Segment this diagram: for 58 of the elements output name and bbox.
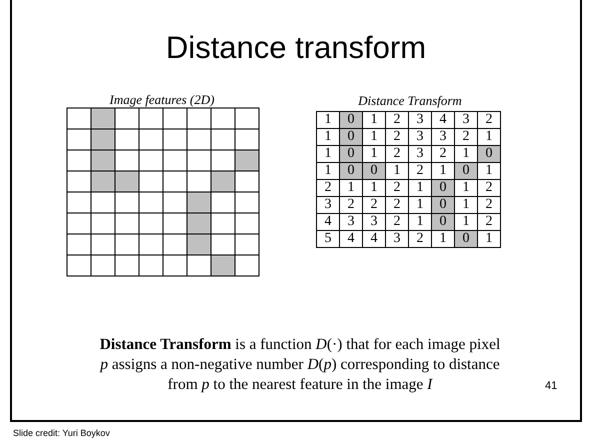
- table-cell: 1: [386, 162, 408, 180]
- table-cell: 3: [408, 146, 432, 162]
- table-cell: 4: [432, 112, 454, 128]
- table-cell: 0: [478, 146, 500, 162]
- table-caption: Image features (2D): [108, 92, 216, 108]
- table-cell: 2: [408, 162, 432, 180]
- table-cell: 3: [316, 196, 340, 214]
- table-cell: 1: [478, 162, 500, 180]
- table-cell: 2: [362, 196, 386, 214]
- page-number: 41: [545, 380, 558, 392]
- table-cell: 2: [478, 112, 500, 128]
- table-cell: 3: [340, 214, 362, 230]
- table-cell: 2: [408, 230, 432, 248]
- table-cell: 1: [454, 180, 478, 196]
- table-cell: 0: [340, 112, 362, 128]
- table-cell: 3: [408, 128, 432, 146]
- table-cell: 0: [454, 162, 478, 180]
- table-cell: 2: [316, 180, 340, 196]
- table-cell: 3: [454, 112, 478, 128]
- table-cell: 4: [316, 214, 340, 230]
- table-cell: 3: [386, 230, 408, 248]
- table-cell: 0: [432, 196, 454, 214]
- table-cell: 0: [362, 162, 386, 180]
- table-cell: 1: [362, 128, 386, 146]
- table-cell: 2: [386, 146, 408, 162]
- table-cell: 1: [478, 230, 500, 248]
- table-cell: 0: [340, 162, 362, 180]
- table-cell: 2: [432, 146, 454, 162]
- table-cell: 5: [316, 230, 340, 248]
- slide-credit: Slide credit: Yuri Boykov: [13, 428, 110, 438]
- table-cell: 1: [454, 196, 478, 214]
- table-cell: 4: [362, 230, 386, 248]
- table-cell: 2: [478, 180, 500, 196]
- table-cell: 2: [386, 112, 408, 128]
- table-caption: Distance Transform: [357, 93, 463, 109]
- table-cell: 2: [454, 128, 478, 146]
- table-cell: 2: [478, 196, 500, 214]
- table-cell: 2: [386, 214, 408, 230]
- table-cell: 0: [340, 146, 362, 162]
- table-cell: 0: [432, 214, 454, 230]
- table-cell: 0: [340, 128, 362, 146]
- table-cell: 3: [362, 214, 386, 230]
- table-cell: 0: [454, 230, 478, 248]
- table-cell: 1: [316, 112, 340, 128]
- table-cell: 1: [362, 180, 386, 196]
- table-cell: 1: [362, 112, 386, 128]
- table-cell: 1: [340, 180, 362, 196]
- table-cell: 2: [478, 214, 500, 230]
- table-cell: 0: [432, 180, 454, 196]
- definition-text: Distance Transform is a function D(·) that for each image pixel p assigns a non-negative number D(p) corresponding to distance from p to the nearest feature in the image I: [98, 335, 502, 395]
- table-cell: 3: [408, 112, 432, 128]
- slide-title: Distance transform: [164, 30, 428, 66]
- table-cell: 2: [340, 196, 362, 214]
- table-cell: 4: [340, 230, 362, 248]
- table-cell: 2: [386, 196, 408, 214]
- table-cell: 2: [386, 180, 408, 196]
- table-cell: 3: [432, 128, 454, 146]
- table-cell: 2: [386, 128, 408, 146]
